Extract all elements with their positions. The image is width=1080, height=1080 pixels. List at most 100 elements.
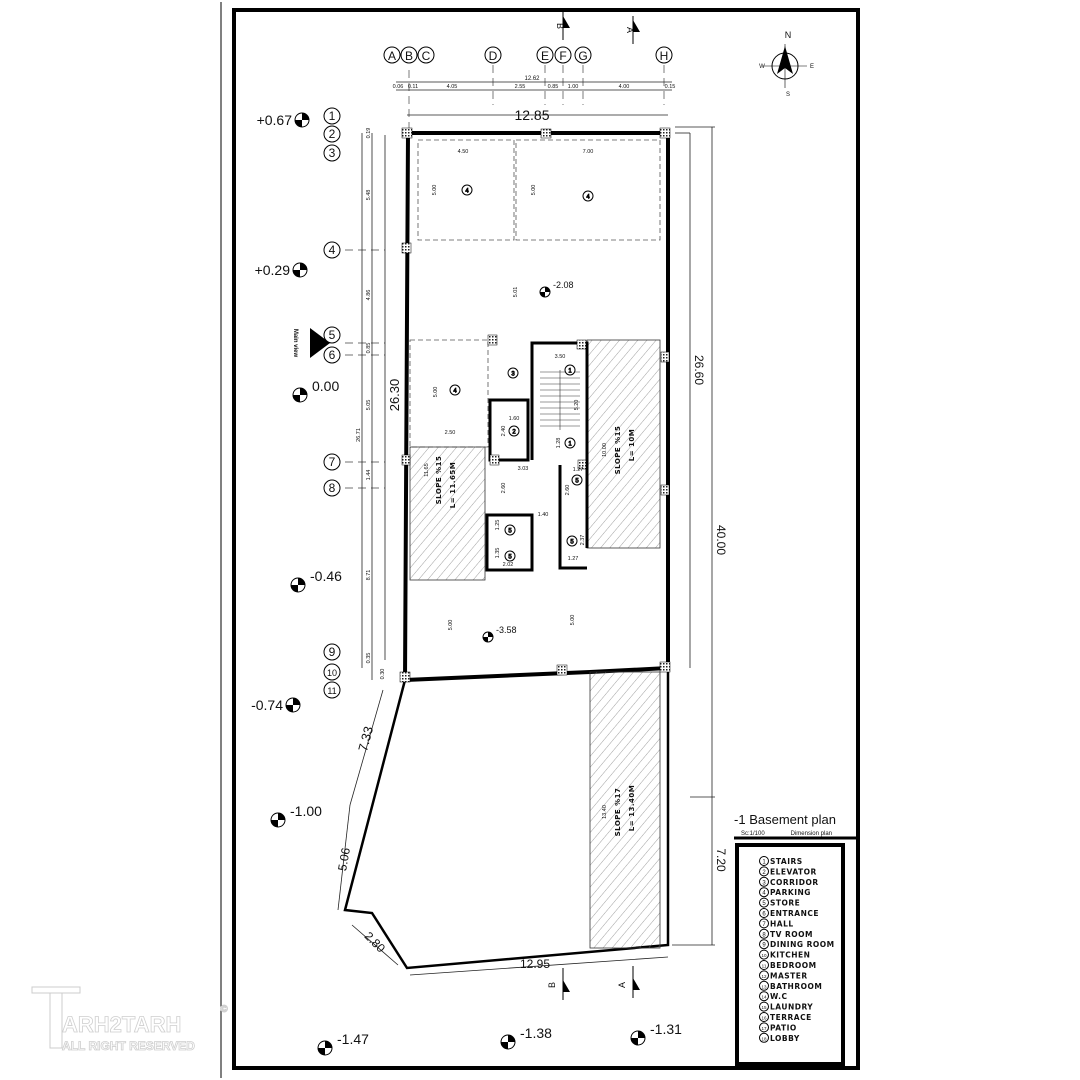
grid-bubble-number xyxy=(323,125,341,143)
level-marker-fill xyxy=(293,263,307,277)
columns xyxy=(399,127,671,683)
grid-number: 8 xyxy=(329,481,336,495)
level-marker-fill xyxy=(540,287,550,297)
grid-letter: H xyxy=(660,49,669,63)
legend-number-circle xyxy=(759,970,769,981)
plan-title: -1 Basement plan xyxy=(734,812,836,827)
level-marker-fill xyxy=(631,1031,645,1045)
legend-item-label: MASTER xyxy=(770,971,808,980)
level-value: -2.08 xyxy=(553,280,574,290)
dimension-text: 0.35 xyxy=(366,653,372,664)
legend-number-circle xyxy=(759,897,769,908)
grid-number: 7 xyxy=(329,455,336,469)
grid-bubble-letter xyxy=(383,46,401,64)
room-number-marker xyxy=(566,535,578,547)
grid-letter: E xyxy=(541,49,549,63)
level-marker-fill xyxy=(293,388,307,402)
legend-number-circle xyxy=(759,918,769,929)
legend-number-circle xyxy=(759,949,769,960)
level-marker-fill xyxy=(291,578,305,592)
dimension-text: 5.00 xyxy=(432,185,438,196)
legend-number: 12 xyxy=(761,974,767,979)
dimension-text: 2.37 xyxy=(580,535,586,546)
grid-number: 5 xyxy=(329,328,336,342)
section-label: B xyxy=(547,982,557,988)
legend-number: 1 xyxy=(762,860,766,866)
level-marker-fill xyxy=(271,813,285,827)
dimension-text: 4.50 xyxy=(458,149,469,155)
dimension-text: 7.33 xyxy=(355,725,376,753)
grid-number: 1 xyxy=(329,109,336,123)
grid-letter: D xyxy=(489,49,498,63)
room-number-marker xyxy=(449,384,461,396)
main-view-arrow-icon xyxy=(310,328,330,358)
grid-number: 6 xyxy=(329,348,336,362)
room-number: 4 xyxy=(586,195,590,201)
ramp-lower xyxy=(589,671,661,949)
dimension-text: 7.00 xyxy=(583,149,594,155)
dimension-lines xyxy=(337,81,715,976)
legend-number-circle xyxy=(759,887,769,898)
dimension-text: 12.62 xyxy=(524,76,540,82)
grid-bubble-number xyxy=(323,107,341,125)
legend-number: 5 xyxy=(762,901,766,907)
grid-bubble-letter xyxy=(536,46,554,64)
room-number: 5 xyxy=(575,479,579,485)
dimension-text: 2.60 xyxy=(501,483,507,494)
legend-number: 14 xyxy=(761,995,767,1000)
grid-bubble-number xyxy=(323,144,341,162)
grid-bubble-number xyxy=(323,453,341,471)
legend-number: 13 xyxy=(761,984,767,989)
overall-width-dim: 12.85 xyxy=(514,107,549,123)
dimension-text: 5.06 xyxy=(335,846,353,872)
dimension-text: 0.30 xyxy=(380,669,386,680)
legend-item-label: LAUNDRY xyxy=(770,1003,813,1012)
legend-number: 7 xyxy=(762,922,766,928)
grid-letter: B xyxy=(405,49,413,63)
level-marker-fill xyxy=(318,1041,332,1055)
legend-item-label: DINING ROOM xyxy=(770,940,835,949)
dimension-text: 0.85 xyxy=(366,343,372,354)
room-number: 4 xyxy=(465,189,469,195)
grid-number: 10 xyxy=(327,668,337,678)
legend-item-label: ELEVATOR xyxy=(770,867,817,876)
dimension-text: 7.20 xyxy=(714,848,728,872)
grid-number: 3 xyxy=(329,146,336,160)
level-value: 0.00 xyxy=(312,378,339,394)
grid-letter: F xyxy=(559,49,566,63)
room-number-marker xyxy=(461,184,473,196)
dimension-text: 5.01 xyxy=(513,287,519,298)
section-label: A xyxy=(617,982,627,988)
dimension-text: 0.15 xyxy=(665,84,676,90)
dimension-text: 3.03 xyxy=(518,466,529,472)
sheet-frame xyxy=(232,8,860,1070)
ramp-left xyxy=(409,446,486,581)
legend-number-circle xyxy=(759,960,769,970)
level-value: -1.31 xyxy=(650,1021,682,1037)
room-number: 1 xyxy=(568,442,572,448)
dimension-text: 2.50 xyxy=(445,430,456,436)
legend-number: 2 xyxy=(762,870,766,876)
grid-bubble-number xyxy=(323,681,341,699)
ramp-dimension: 10.00 xyxy=(602,443,608,457)
grid-bubble-letter xyxy=(574,46,592,64)
legend-number: 9 xyxy=(762,943,766,949)
level-marker-fill xyxy=(501,1035,515,1049)
level-marker-fill xyxy=(286,698,300,712)
watermark-rights: ALL RIGHT RESERVED xyxy=(62,1039,195,1053)
dimension-text: 5.48 xyxy=(366,190,372,201)
level-value: -1.38 xyxy=(520,1025,552,1041)
dimension-text: 26.60 xyxy=(692,355,706,385)
legend-number: 4 xyxy=(762,891,766,897)
plan-subtitle: Dimension plan xyxy=(791,831,832,837)
legend-number-circle xyxy=(759,991,769,1002)
grid-bubble-number xyxy=(323,326,341,344)
legend-number-circle xyxy=(759,980,769,991)
section-label: A xyxy=(625,27,635,33)
dimension-text: 1.28 xyxy=(556,438,562,449)
level-value: -1.00 xyxy=(290,803,322,819)
grid-bubble-number xyxy=(323,241,341,259)
